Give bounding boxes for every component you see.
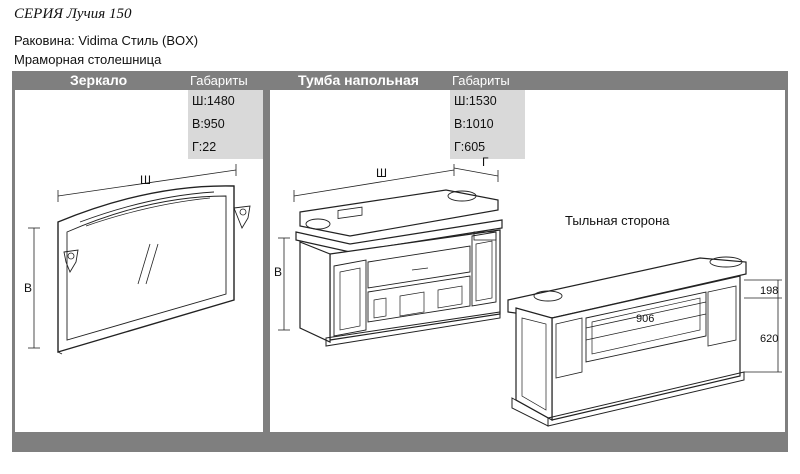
cabinet-label-depth: Г (482, 155, 489, 169)
mirror-title: Зеркало (70, 72, 128, 88)
mirror-dims-box: Ш:1480 В:950 Г:22 (188, 90, 263, 159)
cabinet-dim-width: Ш:1530 (454, 94, 497, 108)
mirror-label-height: В (24, 281, 32, 295)
mirror-label-width: Ш (140, 173, 151, 187)
footer-bar (12, 432, 788, 452)
sink-line: Раковина: Vidima Стиль (BOX) (14, 33, 199, 48)
cabinet-label-width: Ш (376, 166, 387, 180)
section-header-bar (12, 71, 788, 90)
back-dim-620: 620 (760, 333, 778, 345)
cabinet-dim-height: В:1010 (454, 117, 494, 131)
cabinet-dims-label: Габариты (452, 73, 510, 88)
section-divider (263, 90, 270, 435)
right-border (785, 90, 788, 435)
cabinet-drawing (278, 164, 503, 347)
cabinet-label-height: В (274, 265, 282, 279)
mirror-dim-depth: Г:22 (192, 140, 217, 154)
mirror-dims-label: Габариты (190, 73, 248, 88)
cabinet-title: Тумба напольная (298, 72, 419, 88)
back-dim-906: 906 (636, 313, 654, 325)
countertop-line: Мраморная столешница (14, 52, 162, 67)
back-view-drawing (507, 256, 782, 427)
left-border (12, 90, 15, 435)
back-dim-198: 198 (760, 285, 778, 297)
cabinet-dims-box: Ш:1530 В:1010 Г:605 (450, 90, 525, 159)
mirror-dim-height: В:950 (192, 117, 225, 131)
mirror-drawing (28, 164, 251, 355)
series-title: СЕРИЯ Лучия 150 (14, 6, 132, 22)
mirror-dim-width: Ш:1480 (192, 94, 235, 108)
cabinet-dim-depth: Г:605 (454, 140, 486, 154)
back-side-label: Тыльная сторона (565, 213, 670, 228)
